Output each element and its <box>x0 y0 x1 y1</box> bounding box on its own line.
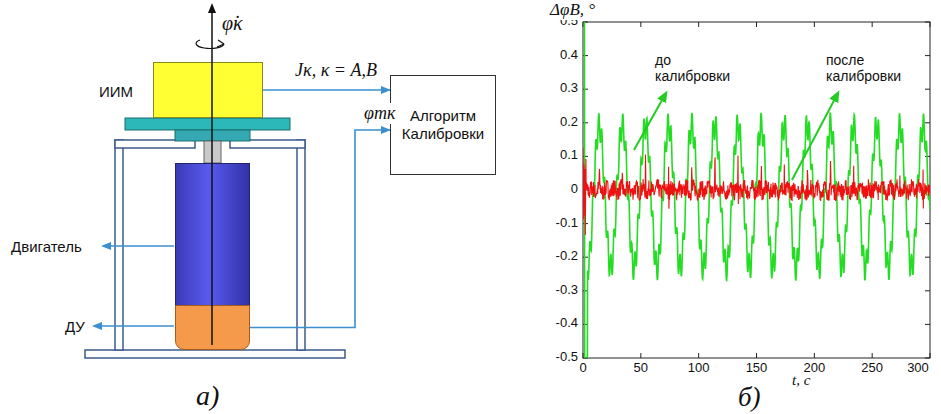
tick <box>872 353 873 358</box>
hub <box>175 130 250 141</box>
tick-label: 100 <box>679 361 719 376</box>
tick <box>925 223 930 224</box>
plot-area <box>583 22 930 358</box>
tick-label: 0.2 <box>536 115 578 130</box>
tick <box>930 353 931 358</box>
tick-label: -0.3 <box>536 283 578 298</box>
tick <box>756 22 757 27</box>
drawing-path <box>217 40 224 47</box>
tick-label: -0.1 <box>536 216 578 231</box>
axis-title: ΔφB, ° <box>548 0 597 20</box>
box-text: Алгоритм Калибровки <box>397 107 489 143</box>
drawing-rect <box>85 350 345 358</box>
tick <box>925 55 930 56</box>
tick-label: 0.1 <box>536 148 578 163</box>
tick-label: 0.4 <box>536 48 578 63</box>
drawing-rect <box>297 140 305 350</box>
tick <box>640 22 641 27</box>
drawing-rect <box>115 140 123 350</box>
part-label: ИИМ <box>97 83 135 101</box>
tick <box>583 257 588 258</box>
figure-caption: б) <box>738 382 761 413</box>
tick-label: -0.4 <box>536 316 578 331</box>
axis-title: t, c <box>790 372 812 389</box>
leader-line <box>94 325 174 327</box>
process-box: Алгоритм Калибровки <box>390 75 496 175</box>
tick <box>698 22 699 27</box>
drawing-rect <box>583 22 930 358</box>
tick-label: 150 <box>737 361 777 376</box>
tick <box>925 290 930 291</box>
tick <box>814 353 815 358</box>
tick-label: 0 <box>536 182 578 197</box>
tick-label: 250 <box>852 361 892 376</box>
leader-line <box>103 245 174 247</box>
chart-frame <box>583 22 930 358</box>
signal-label: φтк <box>362 103 397 124</box>
tick <box>925 89 930 90</box>
axis-symbol: φ̇κ <box>222 12 243 35</box>
tick-label: -0.5 <box>536 350 578 365</box>
part-label: Двигатель <box>9 238 84 256</box>
tick <box>583 22 584 27</box>
motor-body: Двигатель <box>175 163 250 306</box>
figure-caption: а) <box>196 380 219 412</box>
tick-label: -0.2 <box>536 249 578 264</box>
tick <box>872 22 873 27</box>
tick <box>930 22 931 27</box>
tick-label: 0.3 <box>536 81 578 96</box>
signal-arrow <box>250 130 390 328</box>
tick <box>814 22 815 27</box>
curve-after <box>583 148 930 235</box>
tick <box>925 358 930 359</box>
housing-frame <box>85 140 345 358</box>
drawing-path <box>196 40 224 48</box>
signal-label: Jκ, κ = A,B <box>293 60 379 81</box>
tick <box>925 122 930 123</box>
angle-sensor: ДУ <box>175 305 250 350</box>
curve-before <box>583 22 930 358</box>
tick-label: 0 <box>563 361 603 376</box>
signal-arrow <box>263 89 390 91</box>
tick <box>925 324 930 325</box>
annotation: после калибровки <box>826 52 918 84</box>
annotation-arrow <box>634 93 666 150</box>
tick <box>583 353 584 358</box>
tick <box>698 353 699 358</box>
axis-ticks <box>583 22 930 358</box>
tick <box>925 257 930 258</box>
flange <box>125 118 290 130</box>
part-label: ДУ <box>63 318 87 336</box>
shaft <box>204 141 221 163</box>
annotation-arrow <box>792 93 838 180</box>
sensor-block: ИИМ <box>153 62 263 118</box>
tick-label: 50 <box>621 361 661 376</box>
tick-label: 300 <box>898 361 938 376</box>
tick <box>756 353 757 358</box>
annotation: до калибровки <box>655 52 741 84</box>
tick <box>640 353 641 358</box>
tick <box>925 22 930 23</box>
